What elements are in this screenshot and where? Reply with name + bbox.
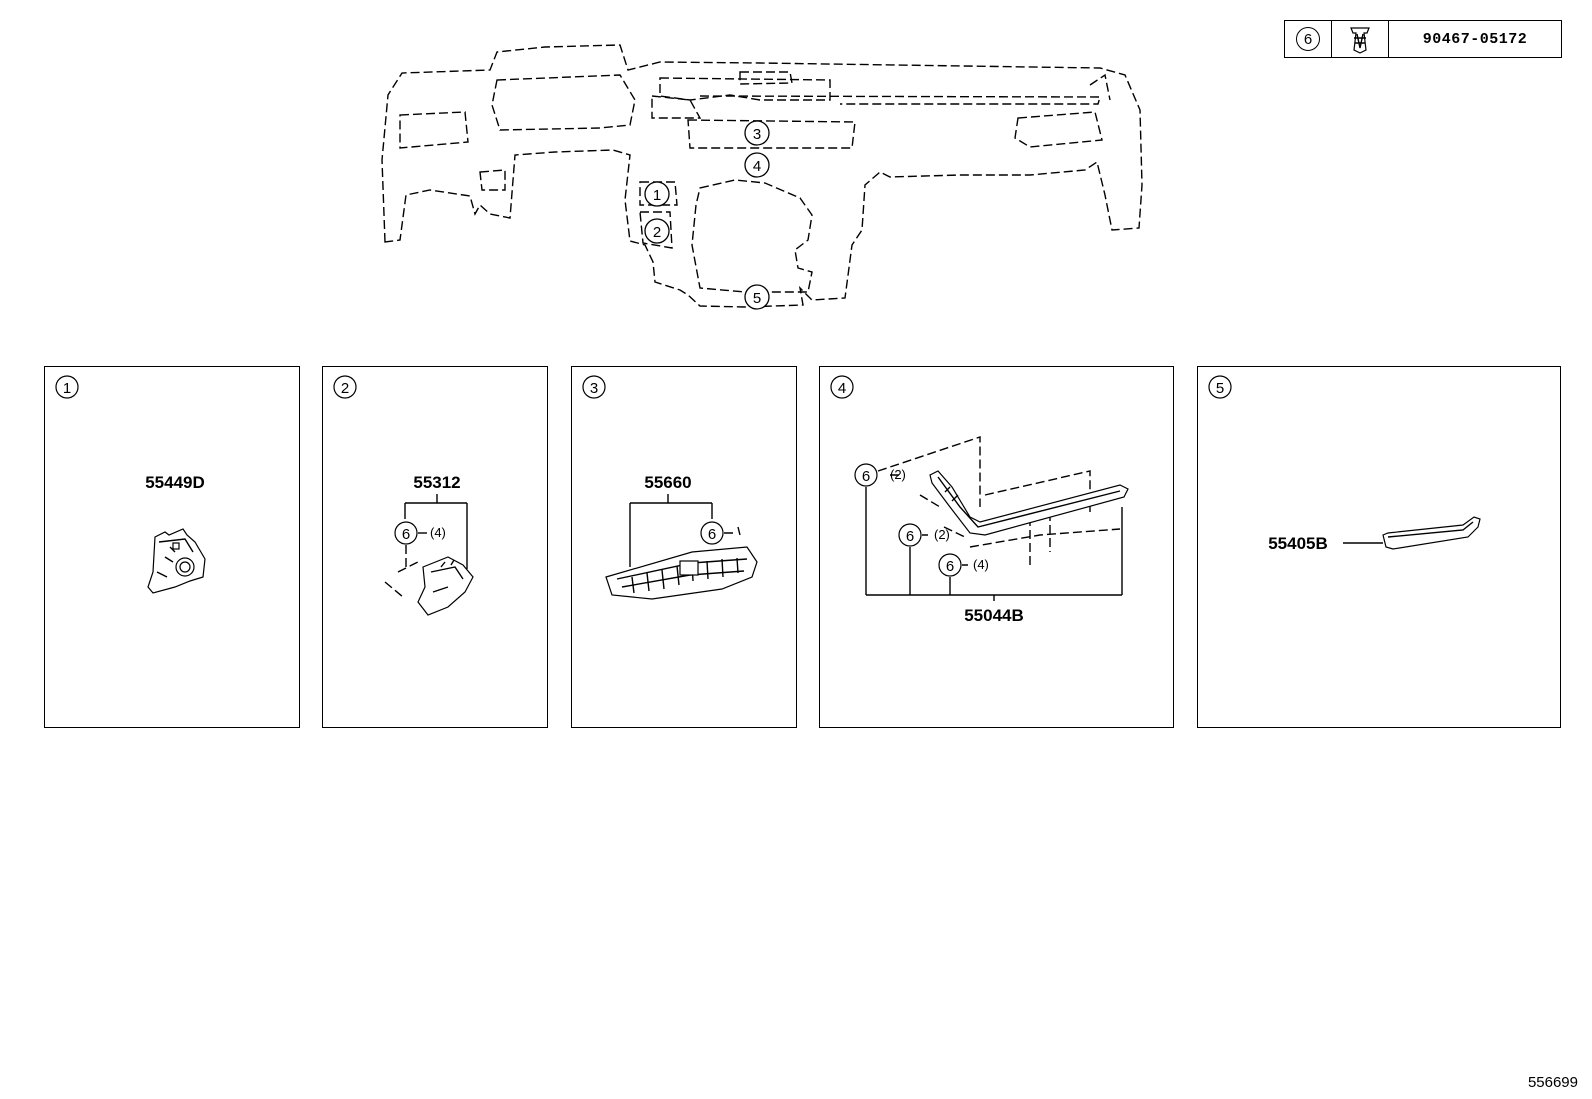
overview-callout-2: 2	[644, 218, 670, 244]
legend-ref-circle: 6	[1296, 27, 1320, 51]
overview-callout-3: 3	[744, 120, 770, 146]
detail-panel-2: 2 55312 6 (4)	[322, 366, 548, 728]
detail-panel-1: 1 55449D	[44, 366, 300, 728]
clip-fastener-icon	[1332, 21, 1389, 57]
overview-callout-1: 1	[644, 181, 670, 207]
panel-4-ref: 4	[838, 380, 846, 397]
panel-4-fastener-2-qty: (2)	[934, 527, 950, 542]
panel-5-part-number: 55405B	[1268, 534, 1328, 553]
panel-3-part-number: 55660	[644, 473, 691, 492]
fastener-legend: 6 90467-05172	[1284, 20, 1562, 58]
panel-5-ref: 5	[1216, 380, 1224, 397]
legend-part-number: 90467-05172	[1422, 30, 1528, 48]
cover-55449d-illustration	[147, 528, 206, 594]
detail-panel-4: 4 6 (2) 6 (2) 6 (4) 55044B	[819, 366, 1174, 728]
legend-part-number-cell: 90467-05172	[1389, 21, 1561, 57]
panel-4-fastener-2-ref: 6	[906, 528, 914, 545]
detail-panel-5: 5 55405B	[1197, 366, 1561, 728]
panel-3-ref: 3	[590, 380, 598, 397]
panel-4-fastener-3-qty: (4)	[973, 557, 989, 572]
panel-4-fastener-callout-2	[898, 523, 922, 547]
dashboard-overview	[381, 44, 1143, 308]
panel-4-fastener-1-ref: 6	[862, 468, 870, 485]
overview-callout-5-label: 5	[753, 290, 761, 307]
overview-callout-5: 5	[744, 284, 770, 310]
panel-2-fastener-callout	[394, 521, 418, 545]
legend-ref-cell: 6	[1285, 21, 1332, 57]
panel-4-fastener-3-ref: 6	[946, 558, 954, 575]
vent-55660-illustration	[605, 546, 758, 600]
detail-panel-3: 3 55660 6	[571, 366, 797, 728]
panel-3-fastener-ref: 6	[708, 526, 716, 543]
panel-2-part-number: 55312	[413, 473, 460, 492]
overview-callout-4: 4	[744, 152, 770, 178]
panel-1-part-number: 55449D	[145, 473, 205, 492]
trim-panel-55044b-illustration	[929, 470, 1129, 536]
overview-callout-2-label: 2	[653, 224, 661, 241]
panel-4-fastener-callout-3	[938, 553, 962, 577]
cover-55312-illustration	[417, 556, 474, 616]
panel-2-fastener-ref: 6	[402, 526, 410, 543]
panel-4-fastener-callout-1	[854, 463, 878, 487]
overview-callouts: 1 2 3 4 5	[644, 120, 770, 310]
panel-2-ref: 2	[341, 380, 349, 397]
trim-strip-55405b-illustration	[1382, 516, 1481, 550]
diagram-id: 556699	[1527, 1074, 1578, 1091]
panel-2-fastener-qty: (4)	[430, 525, 446, 540]
overview-callout-3-label: 3	[753, 126, 761, 143]
panel-4-part-number: 55044B	[964, 606, 1024, 625]
panel-1-ref: 1	[63, 380, 71, 397]
overview-callout-4-label: 4	[753, 158, 761, 175]
panel-3-fastener-callout	[700, 521, 724, 545]
overview-callout-1-label: 1	[653, 187, 661, 204]
